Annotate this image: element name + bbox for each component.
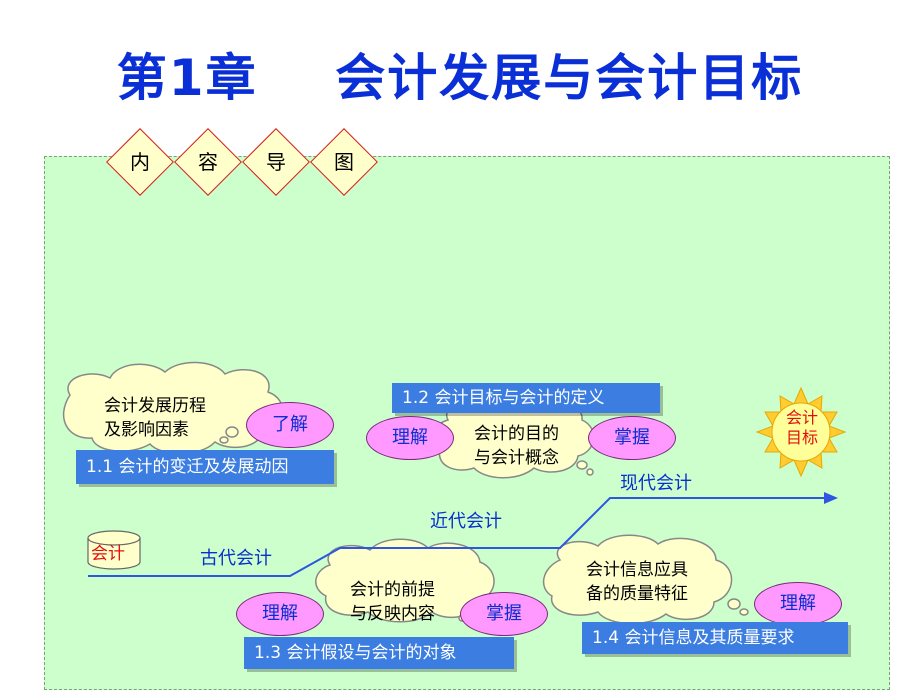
- sun-line: 会计: [785, 408, 818, 427]
- cloud-line: 与反映内容: [350, 604, 435, 624]
- tag-master[interactable]: 掌握: [588, 416, 676, 460]
- cloud-3-text: 会计的前提 与反映内容: [350, 578, 435, 626]
- cloud-4-text: 会计信息应具 备的质量特征: [586, 558, 688, 606]
- cloud-2-text: 会计的目的 与会计概念: [474, 422, 559, 470]
- timeline-arrowhead: [824, 492, 838, 504]
- tag-understand[interactable]: 了解: [246, 402, 334, 448]
- tag-understand[interactable]: 理解: [754, 582, 842, 626]
- timeline-line: [88, 497, 825, 577]
- stage-contemporary: 现代会计: [620, 473, 692, 494]
- nav-item-4[interactable]: 图: [310, 128, 378, 196]
- sun-text: 会计 目标: [784, 408, 820, 448]
- nav-item-1[interactable]: 内: [106, 128, 174, 196]
- cylinder-icon: [87, 530, 141, 570]
- cloud-1-text: 会计发展历程 及影响因素: [104, 394, 206, 442]
- nav-label: 内: [130, 150, 150, 174]
- nav-item-3[interactable]: 导: [242, 128, 310, 196]
- section-1-1-box[interactable]: 1.1 会计的变迁及发展动因: [76, 450, 334, 484]
- cloud-line: 会计信息应具: [586, 560, 688, 580]
- nav-item-2[interactable]: 容: [174, 128, 242, 196]
- cloud-line: 会计发展历程: [104, 396, 206, 416]
- timeline-start-label: 会计: [91, 544, 125, 564]
- tag-understand[interactable]: 理解: [366, 416, 454, 460]
- cloud-4: [542, 534, 749, 625]
- tag-understand[interactable]: 理解: [236, 592, 324, 636]
- page-title: 第1章 会计发展与会计目标: [116, 49, 804, 107]
- cloud-line: 会计的目的: [474, 424, 559, 444]
- section-1-2-box[interactable]: 1.2 会计目标与会计的定义: [392, 383, 660, 413]
- sun-icon: [755, 386, 847, 478]
- cloud-line: 备的质量特征: [586, 584, 688, 604]
- nav-label: 图: [334, 150, 354, 174]
- tag-master[interactable]: 掌握: [460, 592, 548, 636]
- stage-ancient: 古代会计: [200, 548, 272, 569]
- section-1-4-box[interactable]: 1.4 会计信息及其质量要求: [582, 622, 848, 654]
- nav-label: 导: [266, 150, 286, 174]
- nav-label: 容: [198, 150, 218, 174]
- stage-modern: 近代会计: [430, 511, 502, 532]
- cloud-line: 及影响因素: [104, 420, 189, 440]
- section-1-3-box[interactable]: 1.3 会计假设与会计的对象: [244, 637, 514, 669]
- cloud-line: 会计的前提: [350, 580, 435, 600]
- sun-line: 目标: [785, 428, 818, 447]
- cloud-line: 与会计概念: [474, 448, 559, 468]
